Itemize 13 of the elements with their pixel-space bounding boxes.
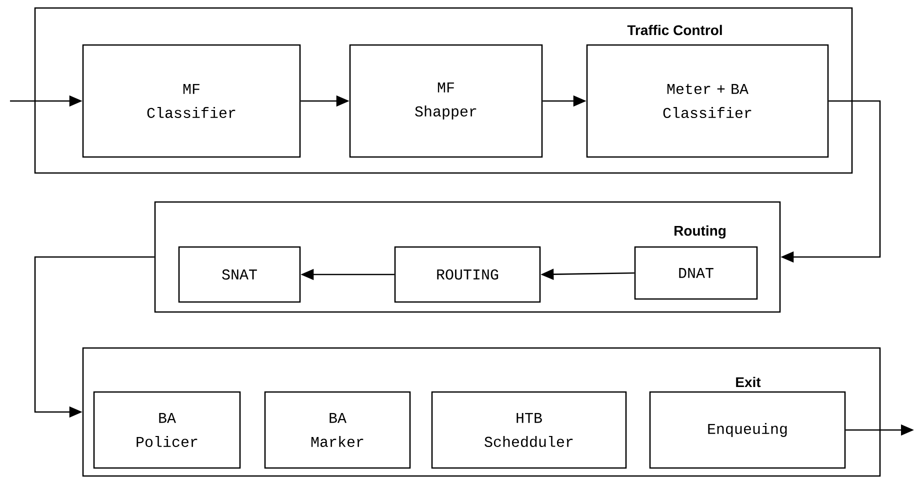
process-box: Meter + BA Classifier [586,44,829,158]
group-title: Exit [736,376,761,388]
process-box: HTB Schedduler [431,391,627,469]
process-box: DNAT [634,246,758,300]
group-title: Traffic Control [627,24,722,36]
process-box: MF Shapper [349,44,543,158]
process-box: BA Marker [264,391,411,469]
group-title: Routing [674,225,726,239]
process-box: Enqueuing [649,391,846,469]
process-box: ROUTING [394,246,541,303]
process-box: BA Policer [93,391,241,469]
process-box: SNAT [178,246,301,303]
process-box: MF Classifier [82,44,301,158]
